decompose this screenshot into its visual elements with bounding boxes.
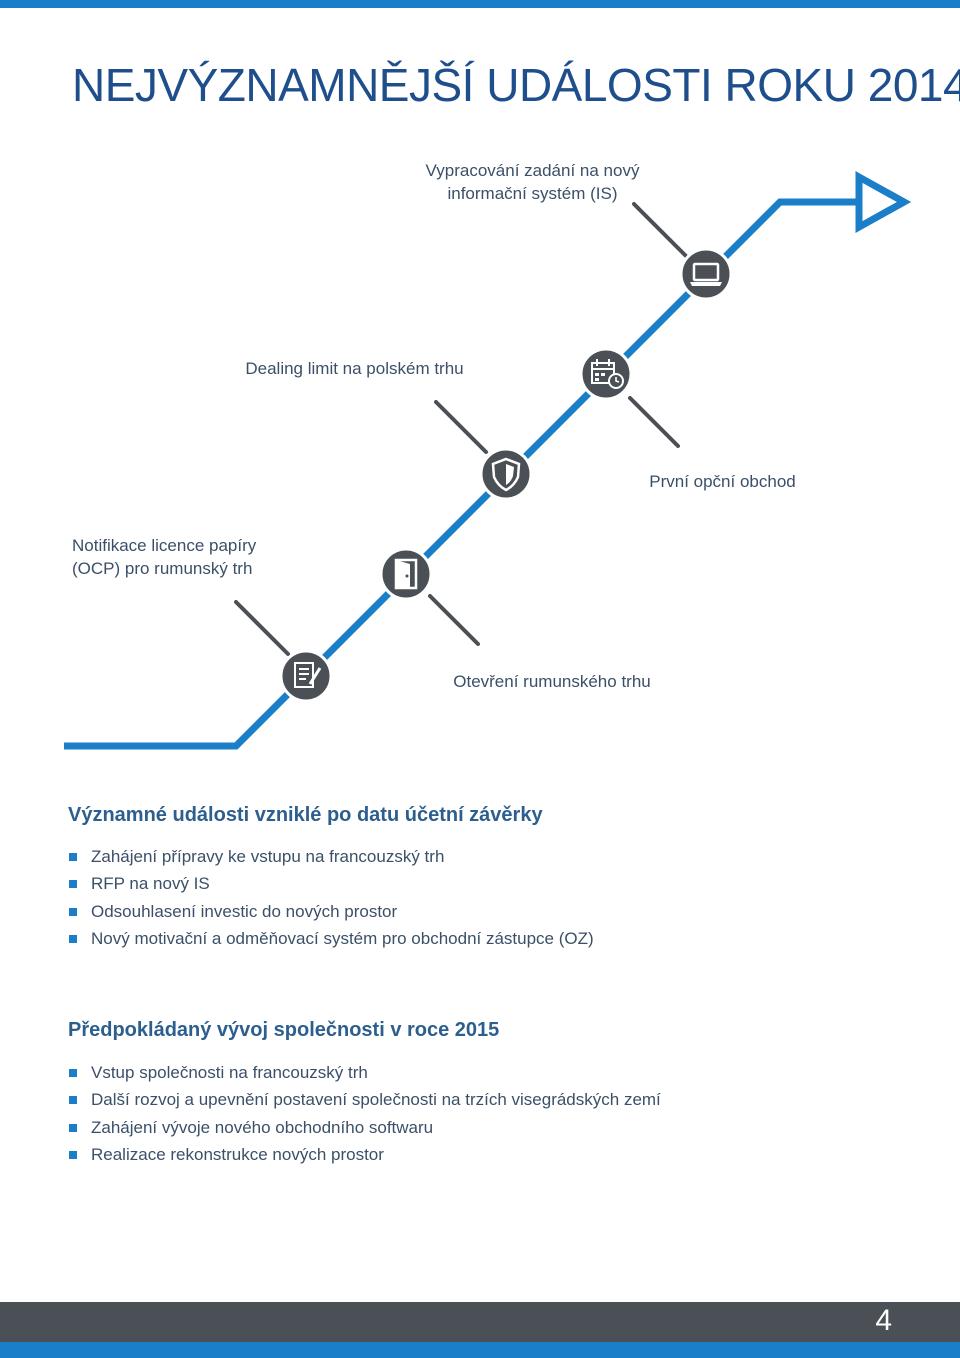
timeline-connectors [234, 202, 688, 656]
contract-icon [279, 649, 333, 703]
bullet-square-icon [69, 1123, 77, 1132]
bullet-square-icon [69, 934, 77, 943]
list-item: Zahájení přípravy ke vstupu na francouzs… [68, 843, 594, 870]
connector-shield [434, 400, 488, 454]
milestone-label-calendar: První opční obchod [649, 472, 796, 491]
milestone-label-laptop: Vypracování zadání na nový informační sy… [425, 161, 640, 203]
bullet-square-icon [69, 853, 77, 861]
list-item: Odsouhlasení investic do nových prostor [68, 898, 594, 925]
connector-laptop [632, 202, 688, 258]
events-after-list: Zahájení přípravy ke vstupu na francouzs… [68, 843, 594, 952]
laptop-icon [679, 247, 733, 301]
footer-bar [0, 1302, 960, 1342]
door-icon [379, 547, 433, 601]
list-item: Realizace rekonstrukce nových prostor [68, 1141, 661, 1168]
outlook-2015-list: Vstup společnosti na francouzský trh Dal… [68, 1059, 661, 1168]
milestone-label-door: Otevření rumunského trhu [453, 672, 651, 691]
milestone-label-shield: Dealing limit na polském trhu [245, 359, 464, 378]
connector-contract [234, 600, 290, 656]
list-item: Vstup společnosti na francouzský trh [68, 1059, 661, 1086]
bullet-square-icon [69, 880, 77, 889]
milestone-label-contract: Notifikace licence papíry (OCP) pro rumu… [72, 536, 257, 578]
top-accent-bar [0, 0, 960, 8]
outlook-2015-heading: Předpokládaný vývoj společnosti v roce 2… [68, 1019, 500, 1041]
footer-accent-bar [0, 1342, 960, 1358]
timeline-graphic [64, 171, 912, 750]
bullet-square-icon [69, 907, 77, 916]
bullet-square-icon [69, 1069, 77, 1077]
list-item: RFP na nový IS [68, 870, 594, 897]
arrow-head-icon [855, 171, 912, 233]
calendar-clock-icon [579, 347, 633, 401]
connector-calendar [628, 396, 680, 448]
list-item: Zahájení vývoje nového obchodního softwa… [68, 1114, 661, 1141]
shield-icon [479, 447, 533, 501]
connector-door [428, 594, 480, 646]
list-item: Další rozvoj a upevnění postavení společ… [68, 1086, 661, 1113]
events-after-heading: Významné události vzniklé po datu účetní… [68, 804, 543, 826]
page-title: NEJVÝZNAMNĚJŠÍ UDÁLOSTI ROKU 2014 [72, 59, 960, 111]
bullet-square-icon [69, 1096, 77, 1105]
page-number: 4 [875, 1304, 892, 1337]
list-item: Nový motivační a odměňovací systém pro o… [68, 925, 594, 952]
bullet-square-icon [69, 1150, 77, 1159]
